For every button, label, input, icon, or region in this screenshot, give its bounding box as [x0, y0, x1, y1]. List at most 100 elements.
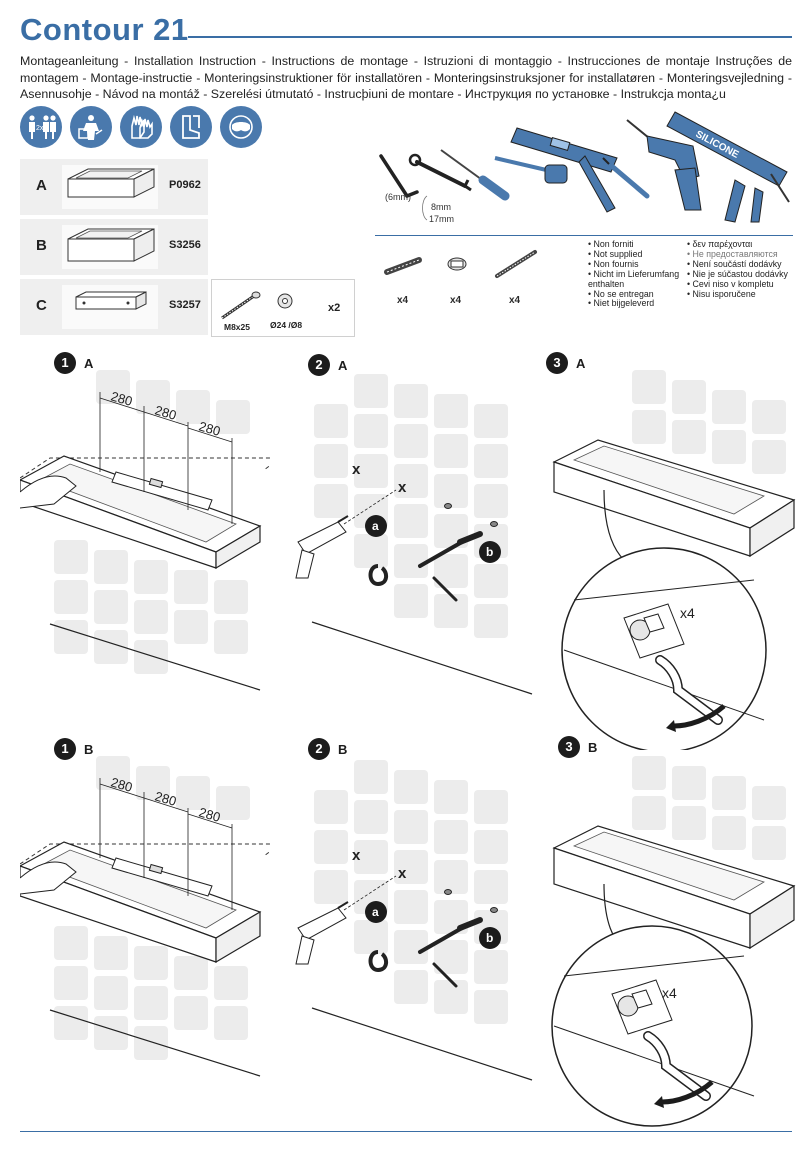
qty-label: x4 — [397, 295, 409, 306]
step-illustration: x4 — [551, 756, 796, 1127]
safety-note: 2x — [36, 125, 44, 132]
nut-washer-icon — [447, 257, 467, 271]
document-title: Contour 21 — [20, 12, 189, 47]
part-row-c: C S3257 — [20, 279, 208, 335]
drill-icon — [295, 901, 349, 965]
dimension-label: 280 — [153, 402, 178, 422]
step-letter: A — [84, 356, 94, 371]
qty-label: x4 — [680, 605, 695, 621]
list-item: • Non fournis — [588, 258, 639, 269]
step-letter: B — [84, 742, 94, 757]
part-code: S3257 — [169, 299, 201, 311]
qty-label: x4 — [450, 295, 462, 306]
part-row-a: A P0962 — [20, 159, 208, 215]
step-3a: 3 A x4 — [544, 350, 796, 750]
not-supplied-list-1: • Non forniti • Not supplied • Non fourn… — [588, 239, 684, 309]
washer-label: Ø24 /Ø8 — [270, 320, 303, 330]
gloves-icon — [120, 106, 162, 148]
screwdriver-icon — [440, 149, 510, 201]
step-2a: 2 A x x a b — [288, 352, 538, 702]
wall-plug-icon — [384, 257, 422, 275]
not-supplied-items: x4 x4 x4 — [375, 240, 575, 310]
list-item: • No se entregan — [588, 288, 654, 299]
safety-icons: 2x — [20, 106, 262, 148]
list-item: • Nisu isporučene — [687, 288, 756, 299]
basin-shallow-icon — [62, 165, 158, 209]
tape-measure-icon — [494, 156, 568, 184]
step-letter: B — [338, 742, 348, 757]
svg-text:x: x — [398, 479, 407, 496]
threaded-rod-icon — [495, 250, 537, 278]
washer-icon — [277, 293, 293, 309]
safety-boots-icon — [170, 106, 212, 148]
list-item: • δεν παρέχονται — [687, 239, 753, 249]
title-rule — [188, 36, 792, 38]
step-1a: 1 A 280 280 280 — [20, 352, 270, 702]
step-3b: 3 B x4 — [544, 736, 796, 1128]
step-number: 3 — [558, 736, 580, 758]
basin-deep-icon — [62, 225, 158, 269]
step-2b: 2 B x x a b — [288, 738, 538, 1088]
callout-label: a — [372, 519, 379, 533]
hex-key-label: (6mm) — [385, 192, 411, 202]
step-1b: 1 B 280 280 280 — [20, 738, 270, 1088]
list-item: • Не предоставляются — [687, 248, 778, 259]
svg-text:x: x — [352, 847, 361, 864]
step-illustration: x x a b — [295, 374, 533, 695]
drill-icon — [626, 119, 702, 211]
list-item: • Not supplied — [588, 248, 643, 259]
wrench-size-a: 8mm — [431, 202, 451, 212]
tools-rule — [375, 235, 793, 236]
step-letter: A — [576, 356, 586, 371]
mounting-bracket-icon — [62, 285, 158, 329]
svg-text:x: x — [352, 461, 361, 478]
svg-text:x: x — [398, 865, 407, 882]
step-illustration: 280 280 280 — [20, 370, 270, 691]
step-number: 3 — [546, 352, 568, 374]
step-illustration: x x a b — [295, 760, 533, 1081]
qty-label: x4 — [509, 295, 521, 306]
list-item: • Cevi niso v kompletu — [687, 278, 774, 289]
language-list: Montageanleitung - Installation Instruct… — [20, 54, 792, 101]
step-illustration: 280 280 280 — [20, 756, 270, 1077]
step-number: 1 — [54, 352, 76, 374]
bottom-rule — [20, 1131, 792, 1132]
part-row-b: B S3256 — [20, 219, 208, 275]
dimension-label: 280 — [197, 418, 222, 438]
step-illustration: x4 — [552, 370, 796, 750]
part-code: P0962 — [169, 179, 201, 191]
callout-label: a — [372, 905, 379, 919]
list-item: • Niet bijgeleverd — [588, 298, 655, 309]
step-letter: B — [588, 740, 598, 755]
dimension-label: 280 — [109, 774, 134, 794]
part-letter: C — [36, 297, 47, 314]
spirit-level-icon — [510, 127, 618, 213]
drill-icon — [295, 515, 349, 579]
list-item: • Non forniti — [588, 239, 634, 249]
part-letter: A — [36, 177, 47, 194]
list-item: • Nie je súčastou dodávky — [687, 268, 788, 279]
step-number: 2 — [308, 354, 330, 376]
pencil-icon — [602, 157, 650, 199]
safety-goggles-icon — [220, 106, 262, 148]
silicone-gun-icon — [666, 111, 790, 223]
dimension-label: 280 — [153, 788, 178, 808]
tools-illustration: (6mm) 8mm 17mm — [375, 110, 793, 232]
step-number: 1 — [54, 738, 76, 760]
list-item: • Nicht im Lieferumfang — [588, 268, 680, 279]
part-code: S3256 — [169, 239, 201, 251]
wrench-size-b: 17mm — [429, 214, 454, 224]
dimension-label: 280 — [197, 804, 222, 824]
step-letter: A — [338, 358, 348, 373]
hardware-box: M8x25 Ø24 /Ø8 x2 — [211, 279, 355, 337]
list-item: enthalten — [588, 278, 625, 289]
step-number: 2 — [308, 738, 330, 760]
wrench-icon — [408, 153, 472, 192]
callout-label: b — [486, 931, 493, 945]
list-item: • Není součástí dodávky — [687, 258, 782, 269]
recycle-packaging-icon — [70, 106, 112, 148]
callout-label: b — [486, 545, 493, 559]
screw-label: M8x25 — [224, 322, 250, 332]
not-supplied-list-2: • δεν παρέχονται • Не предоставляются • … — [687, 239, 793, 299]
part-letter: B — [36, 237, 47, 254]
